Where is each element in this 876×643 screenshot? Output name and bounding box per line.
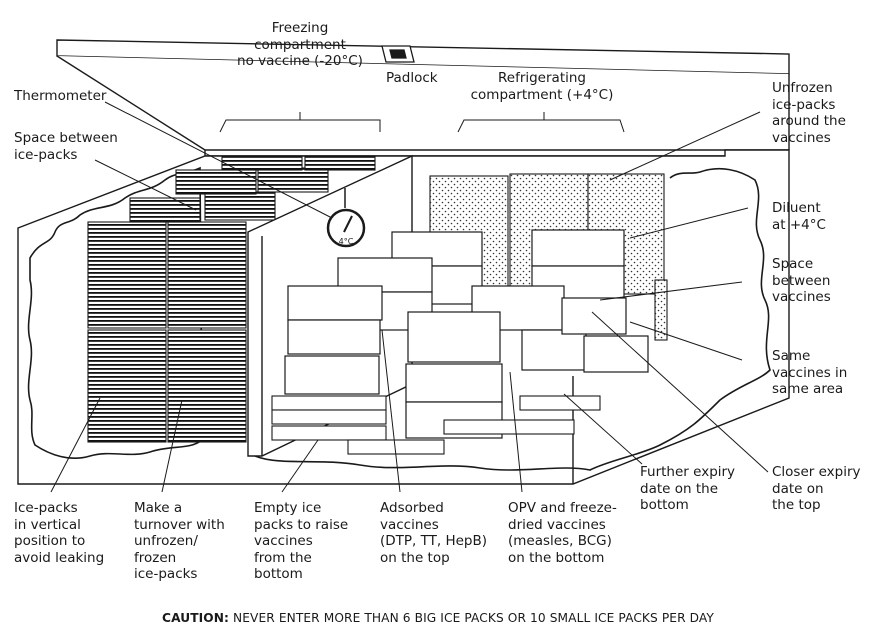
unfrozen-ice-packs-label: Unfrozen ice-packs around the vaccines bbox=[772, 80, 846, 146]
ice-pack-stack-left bbox=[87, 155, 376, 443]
padlock-icon bbox=[381, 45, 415, 63]
space-between-ice-packs-label: Space between ice-packs bbox=[14, 130, 118, 163]
leader-lines bbox=[50, 101, 769, 493]
turnover-label: Make a turnover with unfrozen/ frozen ic… bbox=[134, 500, 225, 582]
caution-heading: CAUTION: bbox=[162, 611, 230, 625]
empty-ice-packs bbox=[271, 395, 601, 455]
freezer-lid bbox=[56, 39, 790, 157]
empty-ice-packs-label: Empty ice packs to raise vaccines from t… bbox=[254, 500, 349, 582]
adsorbed-vaccines-label: Adsorbed vaccines (DTP, TT, HepB) on the… bbox=[380, 500, 488, 566]
opv-freeze-dried-label: OPV and freeze- dried vaccines (measles,… bbox=[508, 500, 617, 566]
freezing-compartment-label: Freezing compartment no vaccine (-20°C) bbox=[237, 20, 363, 69]
thermometer-icon: 4°C bbox=[326, 188, 366, 248]
same-vaccines-label: Same vaccines in same area bbox=[772, 348, 848, 397]
diluent-label: Diluent at +4°C bbox=[772, 200, 826, 233]
closer-expiry-label: Closer expiry date on the top bbox=[772, 464, 861, 513]
vaccine-boxes bbox=[284, 229, 649, 439]
caution-text: NEVER ENTER MORE THAN 6 BIG ICE PACKS OR… bbox=[233, 611, 714, 625]
further-expiry-label: Further expiry date on the bottom bbox=[640, 464, 736, 513]
thermometer-label: Thermometer bbox=[14, 88, 107, 104]
caution-note: CAUTION: NEVER ENTER MORE THAN 6 BIG ICE… bbox=[0, 611, 876, 625]
padlock-label: Padlock bbox=[386, 70, 438, 86]
space-between-vaccines-label: Space between vaccines bbox=[772, 256, 831, 305]
insulation-outline bbox=[27, 166, 203, 460]
ice-packs-vertical-label: Ice-packs in vertical position to avoid … bbox=[14, 500, 105, 566]
refrigerating-compartment-label: Refrigerating compartment (+4°C) bbox=[470, 70, 614, 103]
thermometer-reading: 4°C bbox=[339, 237, 354, 246]
insulation-outline-right bbox=[254, 168, 771, 471]
